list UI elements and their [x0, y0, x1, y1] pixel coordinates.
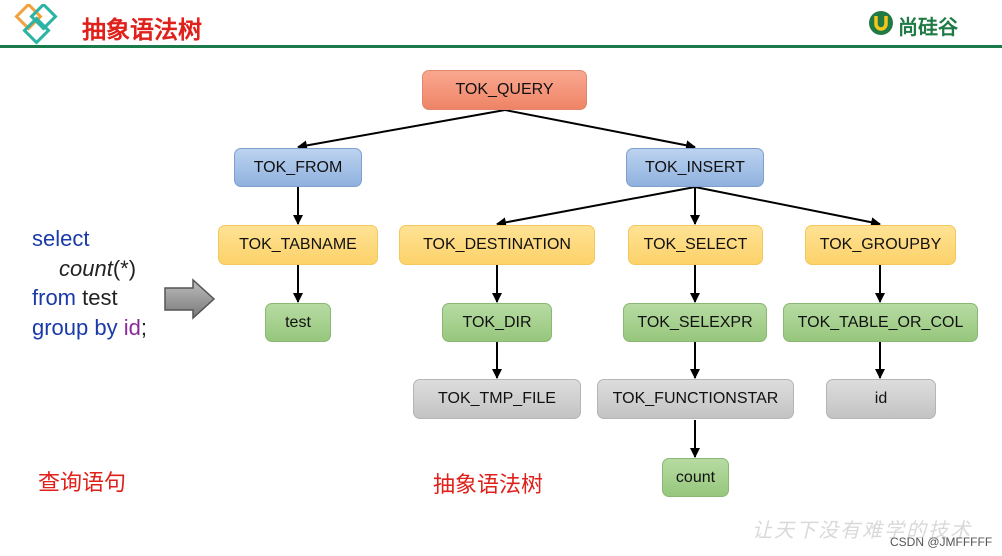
terminator: ;: [140, 314, 147, 340]
watermark: 让天下没有难学的技术: [752, 518, 972, 542]
sql-line-group: group by id;: [32, 313, 147, 343]
header-divider: [0, 45, 1002, 48]
node-tok-dir: TOK_DIR: [442, 303, 552, 342]
group-column: id: [117, 314, 141, 340]
node-tok-tmp-file: TOK_TMP_FILE: [413, 379, 581, 419]
table-name: test: [76, 285, 118, 310]
node-tok-destination: TOK_DESTINATION: [399, 225, 595, 265]
node-tok-query: TOK_QUERY: [422, 70, 587, 110]
sql-line-count: count(*): [32, 254, 147, 284]
node-id: id: [826, 379, 936, 419]
node-tok-functionstar: TOK_FUNCTIONSTAR: [597, 379, 794, 419]
group-by-keyword: group by: [32, 314, 118, 340]
node-tok-tabname: TOK_TABNAME: [218, 225, 378, 265]
sql-line-from: from test: [32, 283, 147, 313]
node-tok-groupby: TOK_GROUPBY: [805, 225, 956, 265]
brand-logo-icon: [868, 10, 894, 41]
node-tok-insert: TOK_INSERT: [626, 148, 764, 187]
brand-name: 尚硅谷: [898, 14, 958, 39]
brand: 尚硅谷: [868, 10, 958, 40]
node-tok-select: TOK_SELECT: [628, 225, 763, 265]
caption-ast: 抽象语法树: [433, 473, 544, 498]
right-arrow-icon: [163, 278, 217, 325]
node-tok-table-or-col: TOK_TABLE_OR_COL: [783, 303, 978, 342]
from-keyword: from: [32, 285, 76, 310]
node-count: count: [662, 458, 729, 497]
logo-icon: [12, 2, 62, 46]
count-args: (*): [112, 255, 137, 281]
sql-query: select count(*) from test group by id;: [32, 224, 147, 342]
node-tok-from: TOK_FROM: [234, 148, 362, 187]
caption-query: 查询语句: [38, 471, 127, 496]
count-function: count: [59, 255, 113, 281]
node-test: test: [265, 303, 331, 342]
sql-line-select: select: [32, 224, 147, 254]
csdn-credit: CSDN @JMFFFFF: [890, 535, 993, 549]
select-keyword: select: [32, 226, 90, 251]
page-title: 抽象语法树: [82, 16, 202, 44]
node-tok-selexpr: TOK_SELEXPR: [623, 303, 767, 342]
